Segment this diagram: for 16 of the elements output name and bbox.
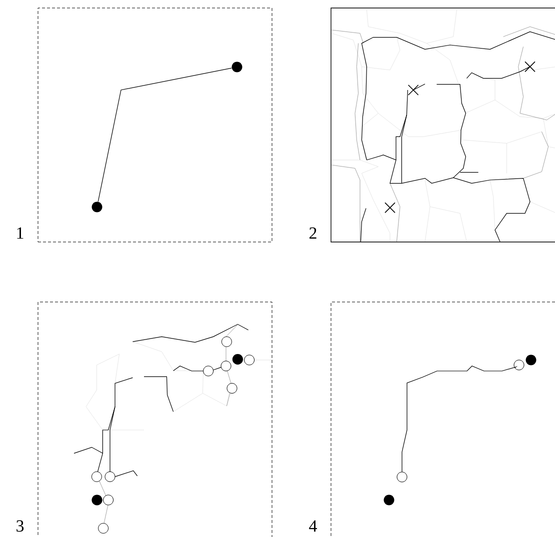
panel-frame: 4 — [309, 302, 555, 537]
path-line — [402, 366, 518, 472]
point-dot — [232, 62, 242, 72]
panel-frame: 1 — [17, 8, 272, 242]
point-circle — [396, 472, 408, 482]
node-label: 2 — [310, 227, 316, 239]
point-dot — [526, 354, 536, 366]
node-label: 1 — [17, 227, 24, 239]
panel-frame: 3 — [16, 302, 272, 537]
point-circle — [514, 360, 524, 370]
point-dot — [92, 202, 102, 212]
point-dot — [384, 494, 394, 506]
node-label: 4 — [309, 520, 317, 532]
node-label: 3 — [16, 520, 24, 532]
path-line — [98, 68, 232, 202]
panel-frame: 2 — [310, 8, 555, 242]
